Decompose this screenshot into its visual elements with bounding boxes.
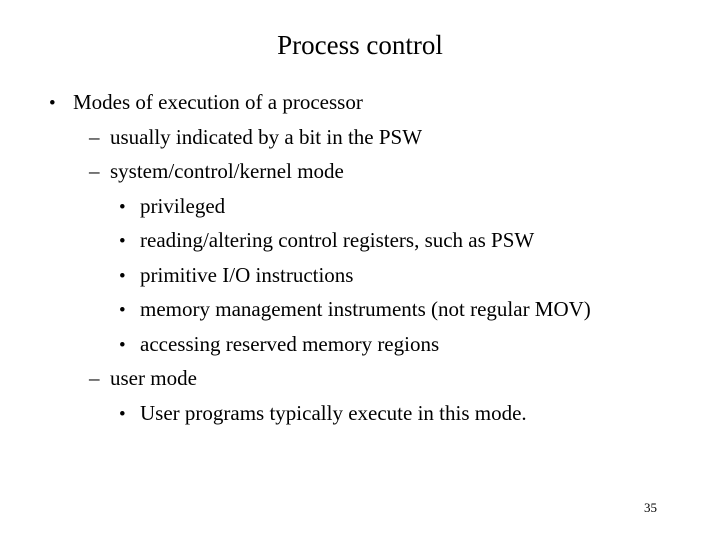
bullet-text: primitive I/O instructions: [140, 262, 354, 287]
dash-marker: –: [89, 366, 100, 391]
slide-title: Process control: [277, 30, 443, 60]
bullet-text: system/control/kernel mode: [110, 159, 344, 184]
bullet-marker: •: [119, 265, 126, 287]
bullet-marker: •: [119, 300, 126, 322]
bullet-line: • privileged: [0, 189, 720, 224]
bullet-text: Modes of execution of a processor: [73, 90, 363, 114]
bullet-text: reading/altering control registers, such…: [140, 228, 535, 253]
bullet-line: • accessing reserved memory regions: [0, 327, 720, 362]
bullet-marker: •: [119, 196, 126, 218]
bullet-marker: •: [119, 403, 126, 425]
bullet-marker: •: [119, 334, 126, 356]
bullet-marker: •: [49, 93, 56, 114]
bullet-list: • Modes of execution of a processor – us…: [0, 85, 720, 430]
bullet-text: User programs typically execute in this …: [140, 400, 527, 425]
bullet-line: • memory management instruments (not reg…: [0, 292, 720, 327]
bullet-line: – system/control/kernel mode: [0, 154, 720, 189]
bullet-text: user mode: [110, 366, 197, 391]
bullet-text: usually indicated by a bit in the PSW: [110, 124, 423, 149]
bullet-marker: •: [119, 231, 126, 253]
bullet-line: – usually indicated by a bit in the PSW: [0, 120, 720, 155]
page-number: 35: [644, 500, 657, 515]
bullet-line: • reading/altering control registers, su…: [0, 223, 720, 258]
bullet-line: • primitive I/O instructions: [0, 258, 720, 293]
bullet-text: accessing reserved memory regions: [140, 331, 440, 356]
dash-marker: –: [89, 124, 100, 149]
bullet-text: privileged: [140, 193, 226, 218]
bullet-line: – user mode: [0, 361, 720, 396]
dash-marker: –: [89, 159, 100, 184]
bullet-line: • User programs typically execute in thi…: [0, 396, 720, 431]
bullet-text: memory management instruments (not regul…: [140, 297, 591, 322]
bullet-line: • Modes of execution of a processor: [0, 85, 720, 120]
